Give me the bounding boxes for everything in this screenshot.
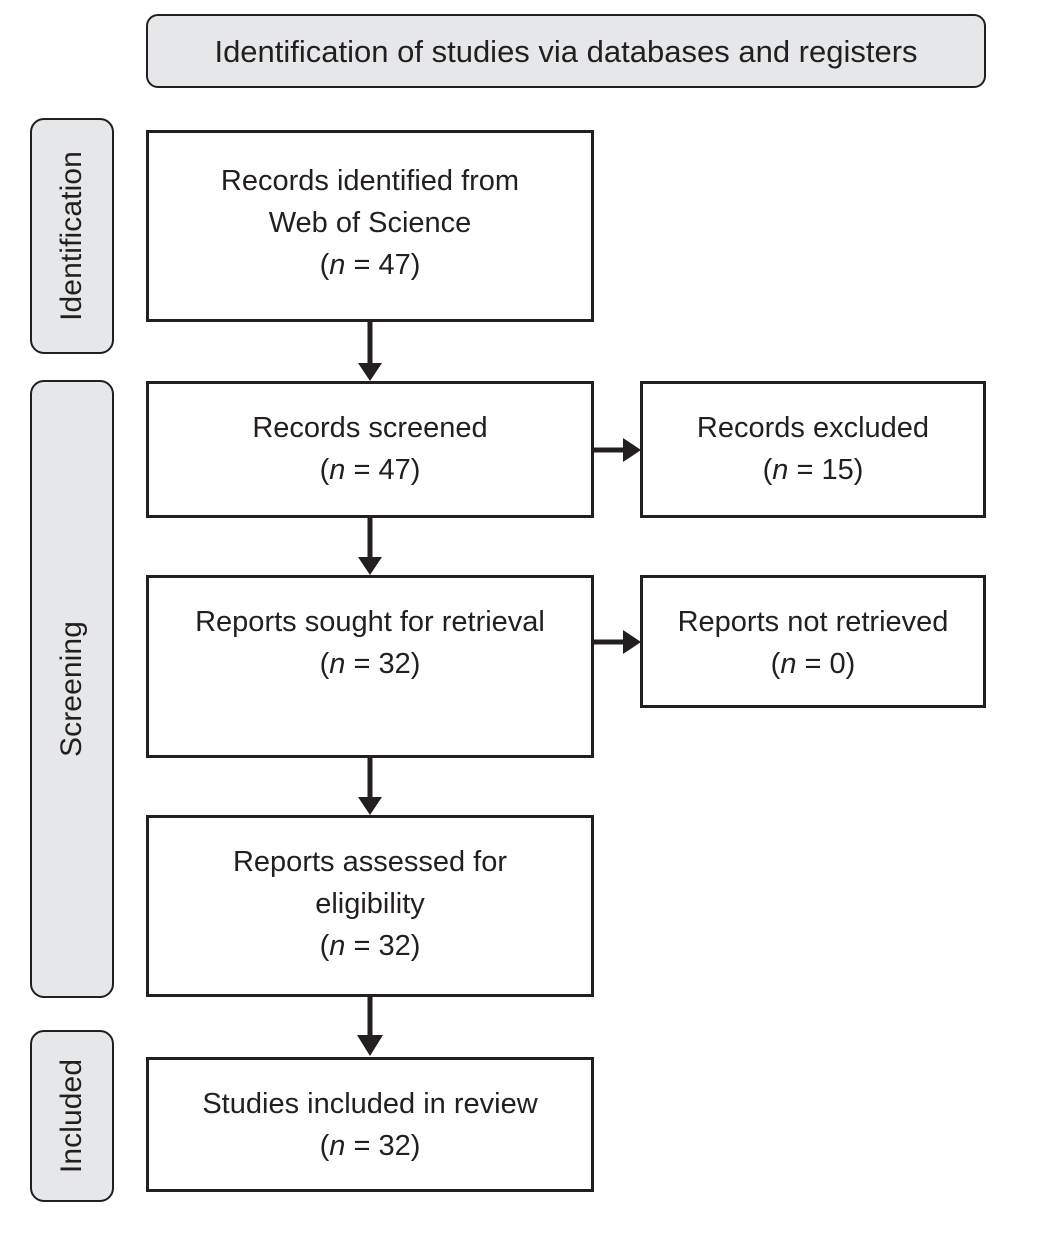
arrow-screened-to-sought — [352, 518, 388, 576]
arrow-assessed-to-included — [352, 997, 388, 1057]
box-line-2: Web of Science — [268, 206, 472, 239]
box-count: (n = 0) — [770, 647, 856, 680]
box-line-1: Records excluded — [696, 412, 930, 444]
box-line-2: eligibility — [315, 887, 425, 920]
header-title: Identification of studies via databases … — [214, 33, 918, 69]
box-records-screened: Records screened (n = 47) — [146, 381, 594, 518]
box-reports-not-retrieved: Reports not retrieved (n = 0) — [640, 575, 986, 708]
box-count: (n = 47) — [319, 248, 421, 281]
arrow-sought-to-assessed — [352, 758, 388, 816]
box-line-1: Records screened — [252, 412, 488, 444]
box-count: (n = 32) — [319, 1129, 421, 1162]
stage-label-included: Included — [55, 1058, 89, 1174]
box-count: (n = 32) — [319, 929, 421, 962]
box-records-excluded: Records excluded (n = 15) — [640, 381, 986, 518]
stage-band-screening: Screening — [30, 380, 114, 998]
stage-band-included: Included — [30, 1030, 114, 1202]
header-banner: Identification of studies via databases … — [146, 14, 986, 88]
box-reports-assessed: Reports assessed for eligibility (n = 32… — [146, 815, 594, 997]
box-line-1: Records identified from — [220, 165, 520, 197]
box-count: (n = 32) — [319, 647, 421, 680]
stage-label-screening: Screening — [55, 621, 88, 757]
box-line-1: Reports not retrieved — [677, 606, 949, 638]
box-line-1: Reports assessed for — [232, 846, 507, 878]
box-records-identified: Records identified from Web of Science (… — [146, 130, 594, 322]
arrow-sought-to-not-retrieved — [594, 624, 642, 660]
box-count: (n = 47) — [319, 453, 421, 486]
box-studies-included: Studies included in review (n = 32) — [146, 1057, 594, 1192]
box-reports-sought: Reports sought for retrieval (n = 32) — [146, 575, 594, 758]
arrow-identified-to-screened — [352, 322, 388, 382]
box-count: (n = 15) — [762, 453, 864, 486]
box-line-1: Studies included in review — [202, 1088, 538, 1120]
stage-label-identification: Identification — [55, 151, 88, 321]
box-line-1: Reports sought for retrieval — [195, 606, 545, 638]
stage-band-identification: Identification — [30, 118, 114, 354]
arrow-screened-to-excluded — [594, 432, 642, 468]
